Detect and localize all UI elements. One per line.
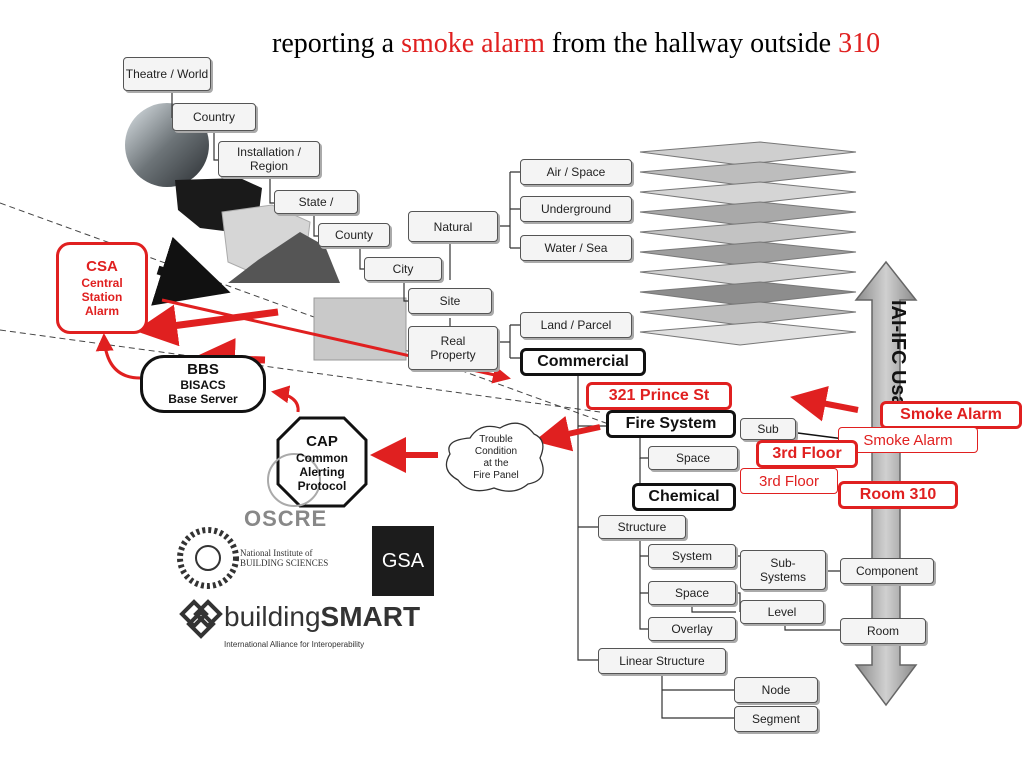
room-310-box: Room 310 <box>838 481 958 509</box>
floor-bold-box: 3rd Floor <box>756 440 858 468</box>
node-city: City <box>364 257 442 281</box>
csa-line: Station <box>81 290 123 304</box>
node-county: County <box>318 223 390 247</box>
gsa-logo-text: GSA <box>381 550 425 572</box>
cap-line: Alerting <box>299 465 345 479</box>
csa-box: CSA Central Station Alarm <box>56 242 148 334</box>
node-room: Room <box>840 618 926 644</box>
title-part1: reporting a <box>272 28 402 59</box>
dashed-guide-line <box>0 202 626 431</box>
trouble-line: Condition <box>474 446 518 457</box>
bbs-line: BISACS <box>180 378 226 392</box>
hierarchy-connectors <box>171 88 840 719</box>
cap-octagon <box>276 416 368 508</box>
node-site: Site <box>408 288 492 314</box>
state-map-image <box>228 232 340 283</box>
title-highlight-room: 310 <box>838 28 881 59</box>
site-map-image <box>313 297 407 361</box>
node-fire-system: Fire System <box>606 410 736 438</box>
node-space: Space <box>648 446 738 470</box>
nibs-logo-text: National Institute of BUILDING SCIENCES <box>240 548 328 568</box>
title-part2: from the hallway outside <box>544 28 839 59</box>
cap-title: CAP <box>306 433 338 450</box>
node-sub-systems: Sub-Systems <box>740 550 826 590</box>
cap-line: Protocol <box>297 479 347 493</box>
node-sub: Sub <box>740 418 796 440</box>
node-natural: Natural <box>408 211 498 242</box>
bbs-title: BBS <box>187 361 219 378</box>
buildingsmart-logo-text: buildingSMART <box>224 602 420 632</box>
node-level: Level <box>740 600 824 624</box>
node-water-sea: Water / Sea <box>520 235 632 261</box>
trouble-line: Fire Panel <box>473 470 519 481</box>
nibs-logo-icon <box>177 527 239 589</box>
trouble-line: at the <box>483 458 509 469</box>
node-overlay: Overlay <box>648 617 736 641</box>
smoke-alarm-plain-box: Smoke Alarm <box>838 427 978 453</box>
node-installation: Installation / Region <box>218 141 320 177</box>
cap-line: Common <box>296 451 348 465</box>
floor-plain-box: 3rd Floor <box>740 468 838 494</box>
address-box: 321 Prince St <box>586 382 732 410</box>
csa-line: Alarm <box>84 304 119 318</box>
black-arrow <box>151 236 231 306</box>
trouble-cloud <box>445 422 544 492</box>
usage-arrow-label: IAI-IFC Usage <box>887 300 909 430</box>
node-country: Country <box>172 103 256 131</box>
node-land-parcel: Land / Parcel <box>520 312 632 338</box>
bbs-line: Base Server <box>168 392 238 406</box>
node-chemical: Chemical <box>632 483 736 511</box>
oscre-logo-icon <box>267 453 321 507</box>
buildingsmart-b: SMART <box>320 601 421 632</box>
nibs-line-1: National Institute of <box>240 548 313 558</box>
node-theatre: Theatre / World <box>123 57 211 91</box>
trouble-condition-text: Trouble Condition at the Fire Panel <box>448 426 544 490</box>
oscre-logo-text: OSCRE <box>244 506 328 531</box>
stacked-layers-image <box>639 141 857 346</box>
node-node: Node <box>734 677 818 703</box>
csa-title: CSA <box>86 258 118 275</box>
node-real-property: Real Property <box>408 326 498 370</box>
trouble-line: Trouble <box>479 434 513 445</box>
node-state: State / <box>274 190 358 214</box>
nibs-line-2: BUILDING SCIENCES <box>240 558 329 568</box>
node-space-2: Space <box>648 581 736 605</box>
slide-title: reporting a smoke alarm from the hallway… <box>272 28 1022 60</box>
bbs-box: BBS BISACS Base Server <box>140 355 266 413</box>
node-air-space: Air / Space <box>520 159 632 185</box>
nibs-logo-center-icon <box>195 545 221 571</box>
node-system: System <box>648 544 736 568</box>
node-linear-structure: Linear Structure <box>598 648 726 674</box>
node-segment: Segment <box>734 706 818 732</box>
node-structure: Structure <box>598 515 686 539</box>
gsa-logo-icon <box>372 526 434 596</box>
node-underground: Underground <box>520 196 632 222</box>
csa-line: Central <box>81 276 123 290</box>
smoke-alarm-bold-box: Smoke Alarm <box>880 401 1022 429</box>
title-highlight-smoke-alarm: smoke alarm <box>401 28 545 59</box>
buildingsmart-subtitle: International Alliance for Interoperabil… <box>224 640 365 649</box>
node-commercial: Commercial <box>520 348 646 376</box>
node-component: Component <box>840 558 934 584</box>
buildingsmart-a: building <box>224 601 321 632</box>
buildingsmart-logo-icon <box>179 599 223 639</box>
cap-text: CAP Common Alerting Protocol <box>280 424 364 502</box>
